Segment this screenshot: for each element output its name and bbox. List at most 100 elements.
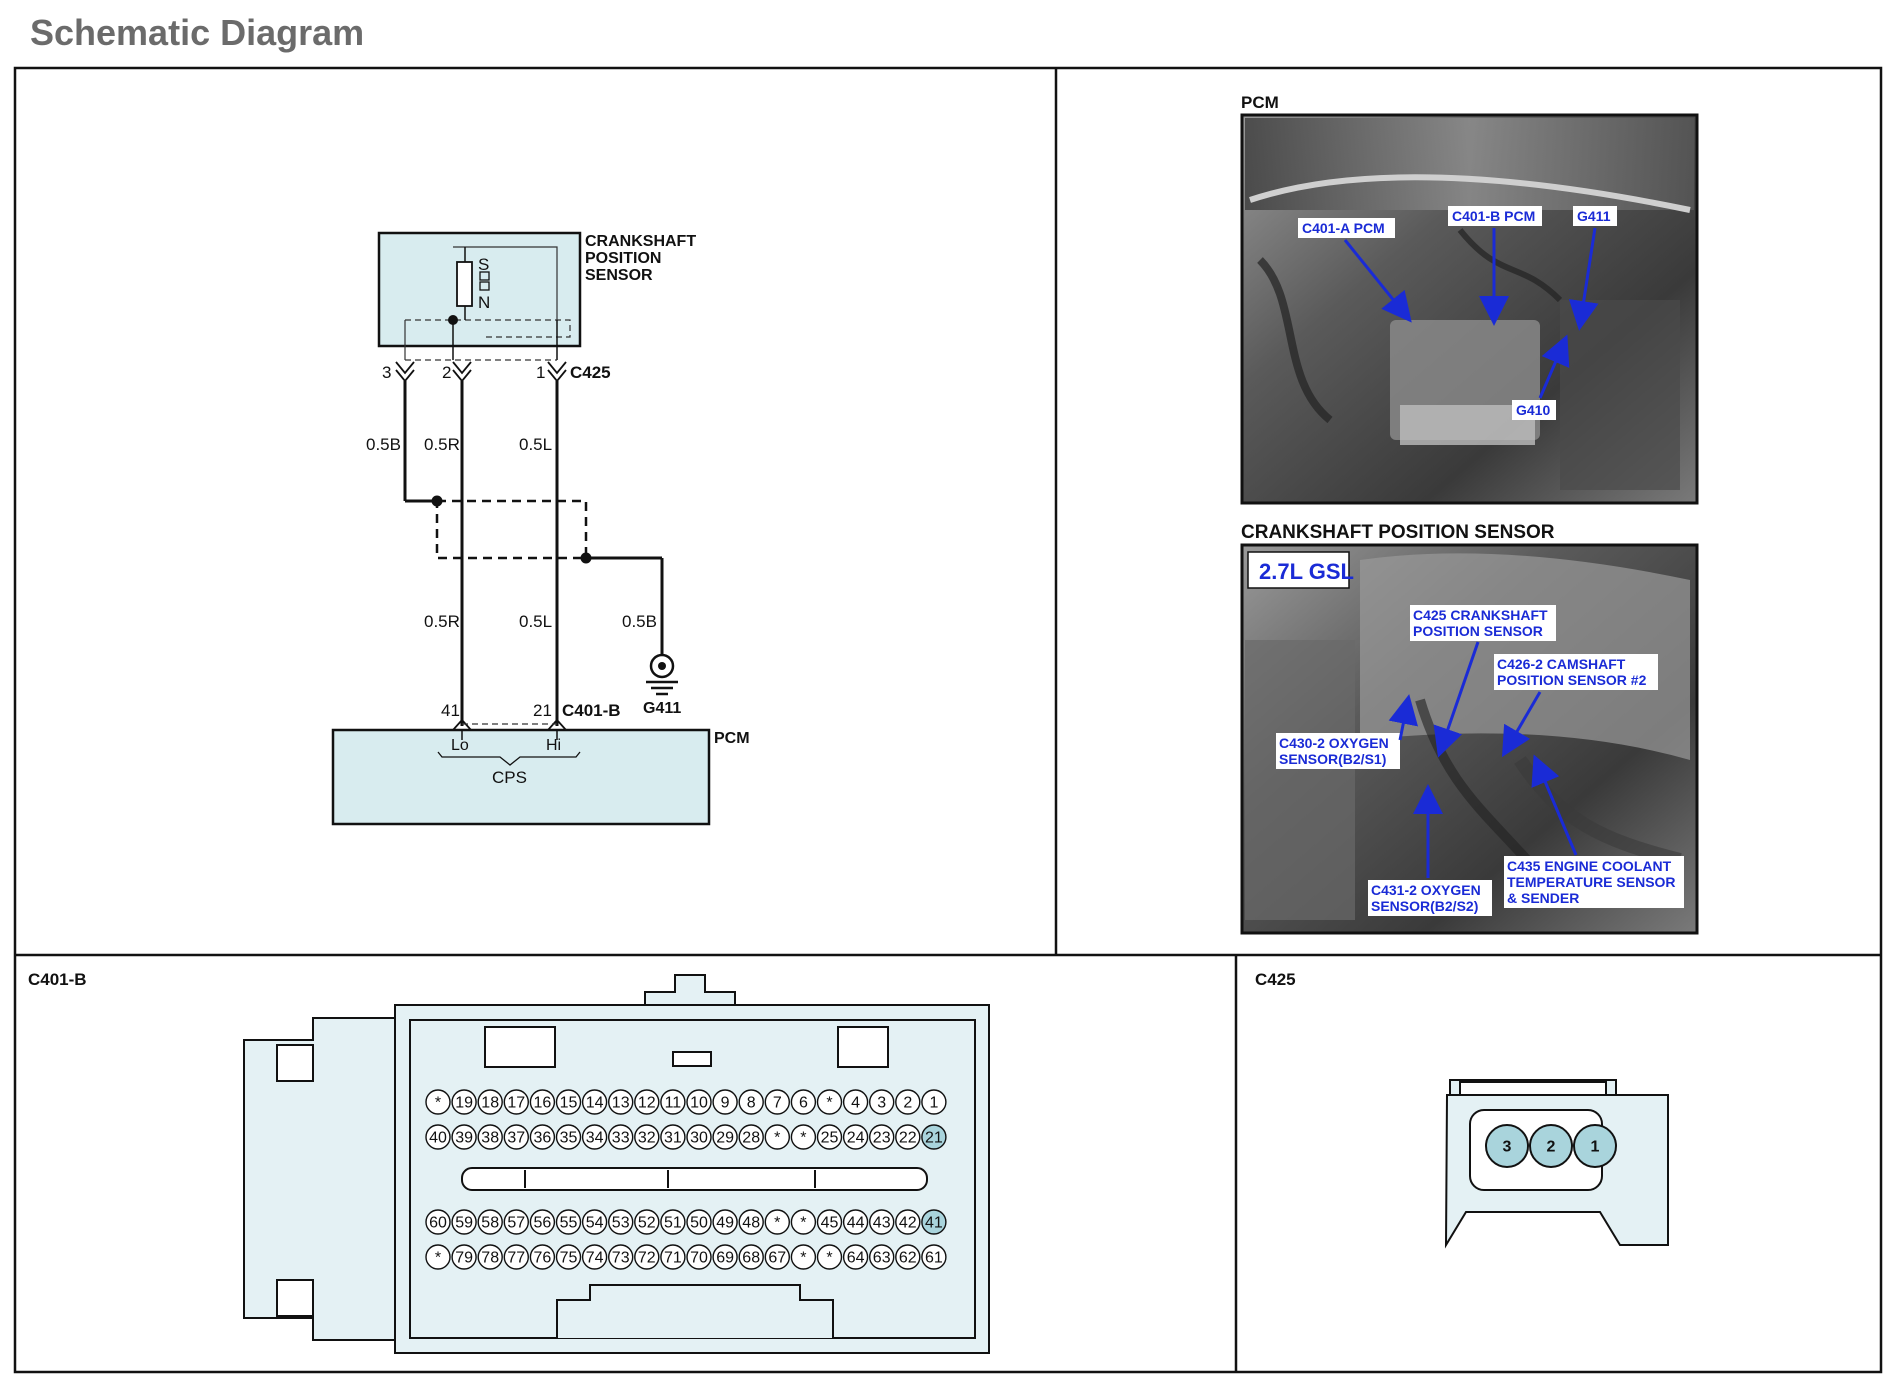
svg-text:*: * [800, 1130, 806, 1147]
c401b-pin-8: 8 [738, 1089, 764, 1115]
sensor-name-line1: CRANKSHAFT [585, 233, 696, 250]
svg-text:6: 6 [799, 1095, 808, 1112]
svg-text:*: * [435, 1095, 441, 1112]
c401b-pin-42: 42 [895, 1209, 921, 1235]
svg-text:35: 35 [560, 1130, 578, 1147]
pcm-box [331, 728, 711, 826]
photo-label-c435-line3: & SENDER [1507, 890, 1579, 906]
c401b-pin-74: 74 [581, 1244, 608, 1270]
c401b-pin-69: 69 [712, 1244, 738, 1270]
svg-text:3: 3 [877, 1095, 886, 1112]
c401b-pin-64: 64 [842, 1244, 869, 1270]
pcm-terminal-hi: Hi [546, 737, 561, 754]
svg-text:53: 53 [612, 1215, 630, 1232]
c425-pin-3: 3 [1485, 1124, 1529, 1168]
c401b-pin-68: 68 [738, 1244, 764, 1270]
svg-text:29: 29 [716, 1130, 734, 1147]
c401b-pin-57: 57 [503, 1209, 529, 1235]
svg-text:14: 14 [586, 1095, 604, 1112]
sensor-name-line3: SENSOR [585, 267, 653, 284]
svg-text:7: 7 [773, 1095, 782, 1112]
svg-text:68: 68 [742, 1250, 760, 1267]
c401b-housing [243, 974, 990, 1354]
sensor-pole-n: N [478, 293, 490, 312]
svg-text:10: 10 [690, 1095, 708, 1112]
c401b-pin-10: 10 [686, 1089, 712, 1115]
c401b-pin-11: 11 [660, 1089, 686, 1115]
c401b-pin-37: 37 [503, 1124, 529, 1150]
c401b-pin-56: 56 [529, 1209, 556, 1235]
svg-text:44: 44 [847, 1215, 865, 1232]
pcm-photo-panel: PCM C401-A PCM C401-B PCM G411 G410 [1240, 93, 1699, 505]
svg-text:79: 79 [455, 1250, 473, 1267]
svg-text:9: 9 [721, 1095, 730, 1112]
svg-text:38: 38 [481, 1130, 499, 1147]
c401b-pin-62: 62 [895, 1244, 921, 1270]
c401b-pin-29: 29 [712, 1124, 738, 1150]
svg-text:77: 77 [507, 1250, 525, 1267]
svg-text:13: 13 [612, 1095, 630, 1112]
photo-label-c426-line1: C426-2 CAMSHAFT [1497, 656, 1626, 672]
c401b-pin-3: 3 [869, 1089, 895, 1115]
pcm-pin-21: 21 [533, 701, 552, 720]
c401b-pin-4: 4 [842, 1089, 869, 1115]
c401b-pin-21: 21 [921, 1124, 947, 1150]
photo-label-c401a: C401-A PCM [1302, 220, 1385, 236]
c401b-pin-78: 78 [477, 1244, 503, 1270]
svg-text:54: 54 [586, 1215, 604, 1232]
svg-text:25: 25 [821, 1130, 839, 1147]
sensor-name-line2: POSITION [585, 250, 661, 267]
svg-text:*: * [826, 1095, 832, 1112]
photo-label-c426-line2: POSITION SENSOR #2 [1497, 672, 1647, 688]
svg-text:28: 28 [742, 1130, 760, 1147]
cps-engine-badge: 2.7L GSL [1259, 559, 1354, 584]
c425-pin-1: 1 [536, 363, 545, 382]
svg-text:63: 63 [873, 1250, 891, 1267]
c401b-pin-35: 35 [555, 1124, 582, 1150]
svg-text:*: * [800, 1215, 806, 1232]
svg-text:17: 17 [507, 1095, 525, 1112]
c401b-pin-71: 71 [660, 1244, 686, 1270]
photo-label-c435-line2: TEMPERATURE SENSOR [1507, 874, 1676, 890]
svg-text:33: 33 [612, 1130, 630, 1147]
svg-text:78: 78 [481, 1250, 499, 1267]
c401b-pin-60: 60 [425, 1209, 451, 1235]
photo-label-c401b: C401-B PCM [1452, 208, 1535, 224]
c401b-pin-16: 16 [529, 1089, 556, 1115]
c401b-pin-55: 55 [555, 1209, 582, 1235]
c401b-pin-23: 23 [869, 1124, 895, 1150]
svg-text:39: 39 [455, 1130, 473, 1147]
pcm-label: PCM [714, 730, 750, 747]
ground-symbol [646, 653, 678, 696]
svg-text:*: * [435, 1250, 441, 1267]
c401b-pin-58: 58 [477, 1209, 503, 1235]
svg-text:22: 22 [899, 1130, 917, 1147]
c401b-pin-72: 72 [634, 1244, 660, 1270]
sensor-coil [456, 261, 473, 307]
c401b-pin-1: 1 [921, 1089, 947, 1115]
c401b-pin-54: 54 [581, 1209, 608, 1235]
c401b-connector-symbols [452, 718, 567, 731]
c401b-pin-75: 75 [555, 1244, 582, 1270]
c401b-pin-blank-0-15: * [816, 1089, 843, 1115]
photo-label-c430-line2: SENSOR(B2/S1) [1279, 751, 1386, 767]
svg-text:55: 55 [560, 1215, 578, 1232]
cps-photo-title: CRANKSHAFT POSITION SENSOR [1241, 522, 1555, 543]
photo-label-g410: G410 [1516, 402, 1550, 418]
c401b-pin-blank-0-0: * [425, 1089, 451, 1115]
c401b-pin-7: 7 [764, 1089, 790, 1115]
c401b-pin-18: 18 [477, 1089, 503, 1115]
photo-label-g411: G411 [1577, 208, 1611, 224]
c401b-pin-34: 34 [581, 1124, 608, 1150]
sheet-frame [13, 66, 1883, 1374]
cps-photo-panel: CRANKSHAFT POSITION SENSOR 2.7L GSL C425… [1240, 522, 1699, 935]
wire-label-upper-1: 0.5B [366, 435, 401, 454]
c401b-pin-25: 25 [816, 1124, 843, 1150]
sensor-pole-s: S [478, 255, 489, 274]
c401b-pin-15: 15 [555, 1089, 582, 1115]
c401b-pin-9: 9 [712, 1089, 738, 1115]
c401b-pin-blank-3-0: * [425, 1244, 451, 1270]
